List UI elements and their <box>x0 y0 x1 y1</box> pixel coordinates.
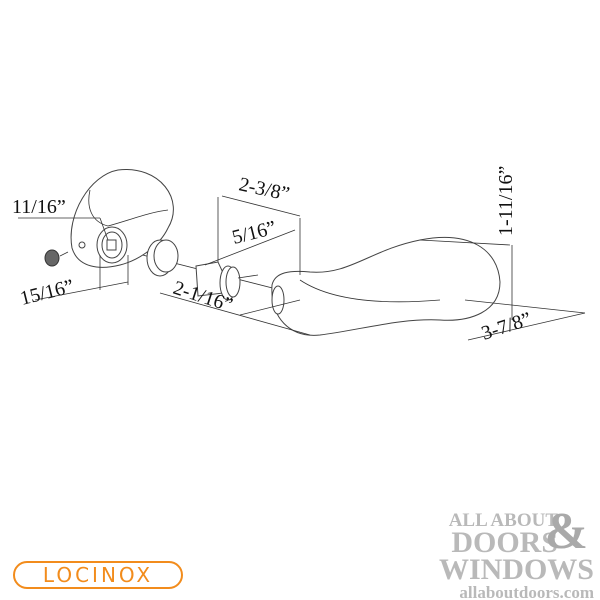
rose-ring <box>146 239 179 277</box>
logo-ampersand: & <box>544 503 588 560</box>
locinox-logo: LOCINOX <box>13 561 183 589</box>
spindle-part <box>195 261 259 301</box>
logo-line-all-about: ALL ABOUT <box>448 510 558 531</box>
dim-label-1-11-16: 1-11/16” <box>495 166 517 236</box>
lever-handle <box>271 236 501 336</box>
allaboutdoors-logo: & ALL ABOUT DOORS WINDOWS allaboutdoors.… <box>434 506 594 600</box>
dim-label-3-7-8: 3-7/8” <box>479 308 534 345</box>
dim-label-11-16: 11/16” <box>12 196 66 218</box>
set-screw <box>44 249 69 267</box>
logo-url: allaboutdoors.com <box>459 583 594 600</box>
knob-part <box>70 169 174 268</box>
dim-label-5-16: 5/16” <box>230 217 278 249</box>
logo-line-doors: DOORS <box>451 526 558 559</box>
logo-line-windows: WINDOWS <box>438 553 594 586</box>
dim-label-2-3-8: 2-3/8” <box>237 173 292 205</box>
dim-label-15-16: 15/16” <box>18 275 76 310</box>
dimension-lines <box>18 195 586 341</box>
